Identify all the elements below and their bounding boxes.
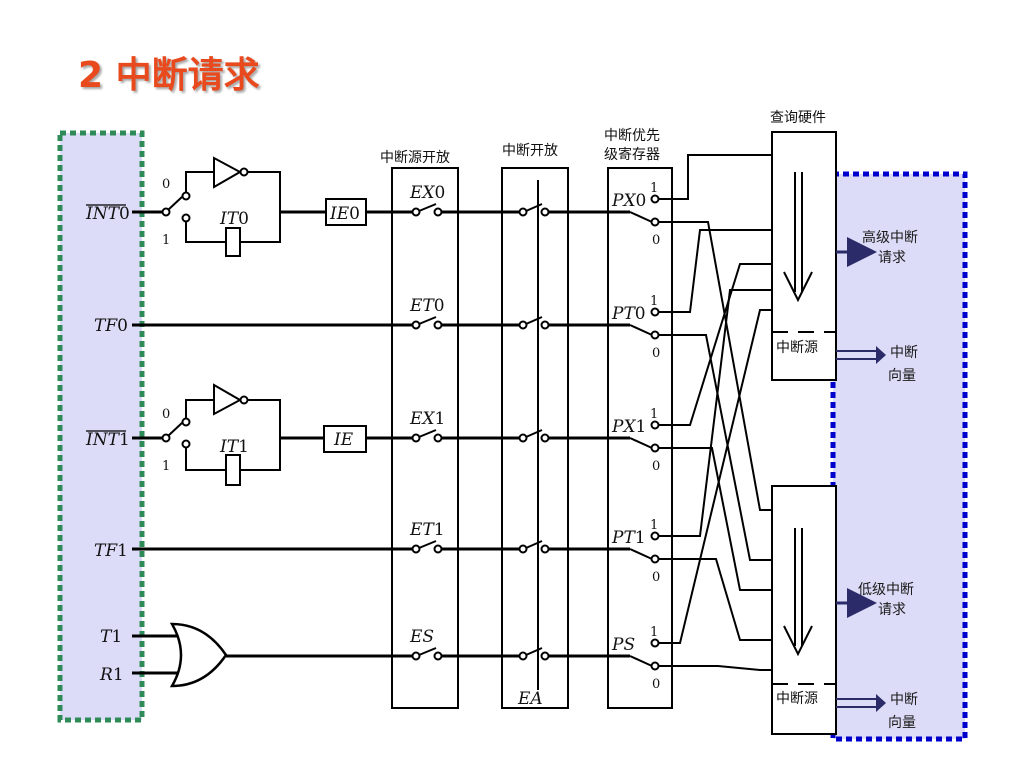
priority-routing-wires — [659, 154, 772, 671]
interrupt-requests-panel — [830, 171, 968, 742]
low-query-down-arrow — [783, 528, 813, 657]
svg-text:1: 1 — [650, 625, 658, 640]
routing-wire — [659, 221, 772, 511]
source-label-tf0: TF0 — [94, 316, 128, 336]
global-enable-header: 中断开放 — [502, 143, 558, 159]
svg-text:IT0: IT0 — [219, 209, 249, 229]
svg-text:IE: IE — [333, 430, 354, 450]
high-query-down-arrow — [783, 172, 813, 303]
enable-bit-label: EX0 — [409, 183, 445, 203]
channel-row: ET1 PT1 1 0 — [392, 518, 660, 585]
svg-text:1: 1 — [650, 407, 658, 422]
priority-header-line1: 中断优先 — [604, 128, 660, 144]
routing-wire — [659, 334, 772, 561]
svg-text:0: 0 — [652, 346, 660, 361]
svg-text:INT1: INT1 — [85, 430, 130, 450]
enable-bit-label: ET0 — [409, 296, 445, 316]
int0-trigger-selector: 0 1 IT0 — [132, 156, 281, 257]
svg-text:低级中断: 低级中断 — [858, 582, 914, 598]
low-vector-output: 中断 向量 — [836, 692, 918, 731]
svg-text:1: 1 — [650, 518, 658, 533]
svg-text:TF0: TF0 — [94, 316, 128, 336]
source-label-int1: INT1 — [85, 430, 130, 450]
high-query-block — [771, 131, 837, 381]
low-source-label: 中断源 — [776, 691, 818, 707]
channel-row: ES PS 1 0 — [392, 625, 660, 692]
routing-wire — [659, 447, 772, 591]
priority-bit-label: PX1 — [611, 417, 646, 437]
routing-wire — [659, 229, 772, 313]
svg-text:高级中断: 高级中断 — [862, 229, 918, 246]
svg-text:请求: 请求 — [878, 602, 906, 618]
priority-bit-label: PT1 — [611, 528, 646, 548]
svg-text:中断: 中断 — [890, 345, 918, 361]
svg-text:1: 1 — [162, 459, 170, 474]
slide-title: 2 中断请求 — [78, 55, 260, 96]
high-vector-output: 中断 向量 — [836, 345, 918, 384]
interrupt-sources-panel — [57, 130, 145, 723]
svg-text:0: 0 — [652, 570, 660, 585]
enable-bit-label: ES — [409, 627, 434, 647]
channel-row: EX1 PX1 1 0 — [392, 407, 660, 474]
source-label-tf1: TF1 — [94, 541, 128, 561]
enable-bit-label: EX1 — [409, 409, 445, 429]
svg-text:请求: 请求 — [878, 250, 906, 266]
priority-bit-label: PX0 — [611, 191, 646, 211]
routing-wire — [659, 309, 772, 644]
svg-text:0: 0 — [162, 407, 170, 422]
svg-text:中断: 中断 — [890, 692, 918, 708]
channel-row: ET0 PT0 1 0 — [392, 294, 660, 361]
source-label-r1: R1 — [99, 665, 124, 685]
routing-wire — [659, 558, 772, 641]
svg-text:IT1: IT1 — [219, 437, 249, 457]
svg-text:1: 1 — [650, 294, 658, 309]
svg-text:INT0: INT0 — [85, 204, 130, 224]
int1-trigger-selector: 0 1 IT1 — [132, 383, 281, 486]
svg-text:向量: 向量 — [888, 368, 916, 384]
routing-wire — [659, 289, 772, 537]
query-hardware-header: 查询硬件 — [770, 110, 826, 126]
svg-text:T1: T1 — [100, 627, 122, 647]
enable-bit-label: ET1 — [409, 520, 445, 540]
svg-text:1: 1 — [650, 181, 658, 196]
priority-header-line2: 级寄存器 — [604, 146, 660, 163]
high-source-label: 中断源 — [776, 340, 818, 356]
priority-bit-label: PT0 — [611, 304, 646, 324]
ie0-flag: IE0 — [280, 198, 392, 226]
svg-text:IE0: IE0 — [329, 204, 360, 224]
routing-wire — [659, 154, 772, 200]
high-request-output: 高级中断 请求 — [836, 229, 918, 267]
low-request-output: 低级中断 请求 — [836, 582, 914, 618]
source-enable-header: 中断源开放 — [380, 150, 450, 166]
svg-text:0: 0 — [652, 233, 660, 248]
ea-label: EA — [517, 689, 543, 709]
source-label-t1: T1 — [100, 627, 122, 647]
routing-wire — [659, 665, 772, 671]
svg-text:0: 0 — [162, 177, 170, 192]
svg-text:0: 0 — [652, 677, 660, 692]
svg-text:0: 0 — [652, 459, 660, 474]
channel-row: EX0 PX0 1 0 — [392, 181, 660, 248]
ie1-flag: IE — [280, 425, 392, 453]
priority-bit-label: PS — [611, 635, 635, 655]
svg-text:R1: R1 — [99, 665, 124, 685]
low-query-block — [771, 485, 837, 735]
routing-wire — [659, 263, 772, 426]
or-gate-t1-r1 — [132, 622, 392, 688]
svg-text:向量: 向量 — [888, 715, 916, 731]
svg-text:TF1: TF1 — [94, 541, 128, 561]
svg-text:1: 1 — [162, 233, 170, 248]
source-label-int0: INT0 — [85, 204, 130, 224]
